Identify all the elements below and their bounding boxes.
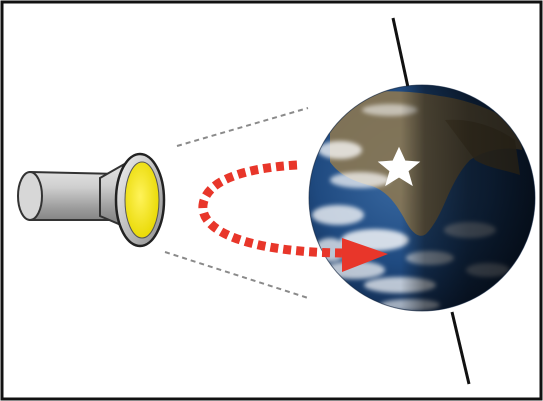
flashlight-end-cap bbox=[17, 171, 43, 221]
flashlight bbox=[17, 152, 166, 248]
flashlight-lens bbox=[124, 161, 160, 239]
earth-axis-south bbox=[450, 311, 471, 385]
beam-edge-top bbox=[176, 107, 309, 147]
beam-edge-bottom bbox=[164, 251, 309, 299]
earth-axis-north bbox=[391, 17, 411, 93]
night-shadow bbox=[309, 85, 535, 311]
rotation-arrow-path bbox=[198, 160, 343, 258]
rotation-arrow-head bbox=[342, 238, 388, 272]
location-star-icon bbox=[377, 146, 421, 187]
rotation-arrow bbox=[198, 160, 388, 272]
